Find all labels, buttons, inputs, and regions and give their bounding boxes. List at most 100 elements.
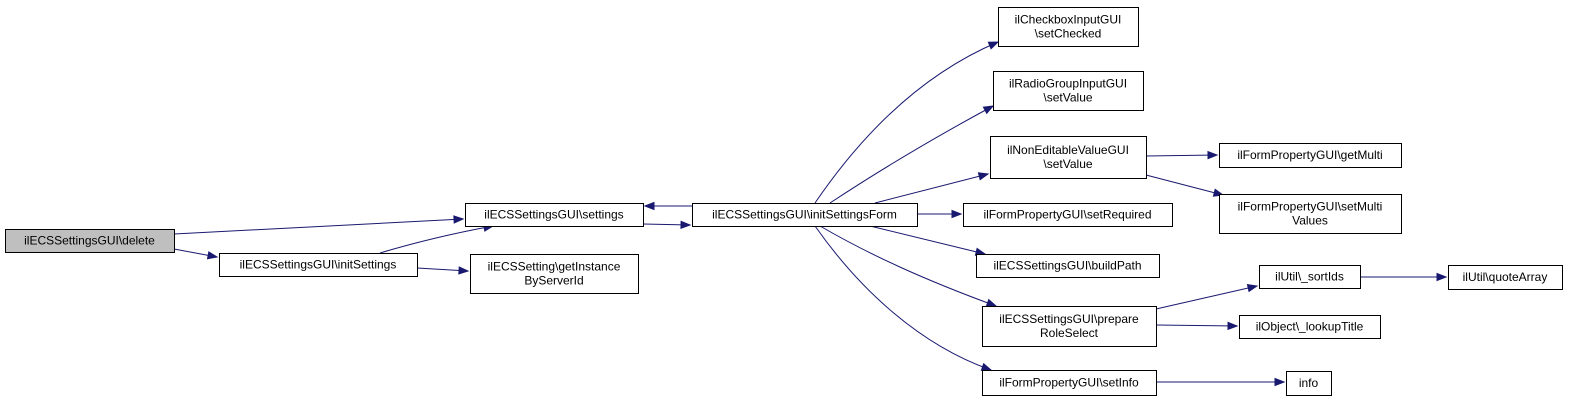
node-box[interactable] xyxy=(1219,194,1402,234)
edge-initSettingsForm-to-radioSetValue xyxy=(829,105,995,204)
node-label-line: info xyxy=(1299,376,1319,390)
node-label-line: ilECSSetting\getInstance xyxy=(488,260,621,274)
node-label-line: ilFormPropertyGUI\setInfo xyxy=(999,376,1139,390)
node-initSettingsForm[interactable]: ilECSSettingsGUI\initSettingsForm xyxy=(692,203,918,227)
node-label-line: ByServerId xyxy=(524,274,583,288)
node-setInfo[interactable]: ilFormPropertyGUI\setInfo xyxy=(982,370,1157,396)
node-label-line: ilObject\_lookupTitle xyxy=(1256,320,1364,334)
edge-arrowhead xyxy=(977,172,990,181)
node-radioSetValue[interactable]: ilRadioGroupInputGUI\setValue xyxy=(993,71,1144,111)
node-label-line: ilECSSettingsGUI\initSettings xyxy=(240,258,397,272)
edge-line xyxy=(869,225,986,255)
node-initSettings[interactable]: ilECSSettingsGUI\initSettings xyxy=(219,253,418,277)
edge-arrowhead xyxy=(1207,150,1219,160)
edge-initSettingsForm-to-nonEditSetValue xyxy=(874,172,990,204)
node-box[interactable] xyxy=(998,7,1139,47)
node-label-line: \setValue xyxy=(1043,91,1092,105)
edge-arrowhead xyxy=(458,266,470,275)
node-label-line: ilECSSettingsGUI\buildPath xyxy=(993,259,1141,273)
edge-arrowhead xyxy=(1436,272,1448,282)
node-lookupTitle[interactable]: ilObject\_lookupTitle xyxy=(1239,315,1381,339)
node-box[interactable] xyxy=(963,203,1173,227)
edge-settings-to-initSettingsForm xyxy=(642,220,692,230)
edge-line xyxy=(173,218,464,235)
node-label-line: ilFormPropertyGUI\getMulti xyxy=(1237,148,1382,162)
node-nonEditSetValue[interactable]: ilNonEditableValueGUI\setValue xyxy=(990,136,1147,179)
node-box[interactable] xyxy=(465,203,644,227)
edge-arrowhead xyxy=(1274,377,1286,387)
node-info[interactable]: info xyxy=(1286,371,1332,396)
node-box[interactable] xyxy=(5,229,175,253)
edges-layer xyxy=(173,41,1448,387)
edge-arrowhead xyxy=(206,251,219,260)
edge-line xyxy=(829,105,994,204)
edge-arrowhead xyxy=(982,105,995,115)
node-box[interactable] xyxy=(692,203,918,227)
node-label-line: ilUtil\_sortIds xyxy=(1275,270,1344,284)
edge-line xyxy=(1155,285,1258,310)
edge-arrowhead xyxy=(453,215,465,224)
node-box[interactable] xyxy=(976,254,1160,278)
edge-line xyxy=(819,225,997,307)
node-box[interactable] xyxy=(470,254,639,294)
node-box[interactable] xyxy=(219,253,418,277)
node-label-line: Values xyxy=(1292,214,1328,228)
node-label-line: ilNonEditableValueGUI xyxy=(1007,143,1129,157)
edge-arrowhead xyxy=(987,41,1000,50)
node-label-line: ilECSSettingsGUI\initSettingsForm xyxy=(712,208,897,222)
node-box[interactable] xyxy=(982,370,1157,396)
node-label-line: ilECSSettingsGUI\prepare xyxy=(999,312,1139,326)
edge-nonEditSetValue-to-setMultiValues xyxy=(1145,174,1225,197)
node-label-line: \setValue xyxy=(1043,157,1092,171)
edge-initSettingsForm-to-settings xyxy=(643,201,692,211)
node-label-line: ilRadioGroupInputGUI xyxy=(1009,77,1127,91)
node-buildPath[interactable]: ilECSSettingsGUI\buildPath xyxy=(976,254,1160,278)
node-box[interactable] xyxy=(982,306,1157,347)
node-quoteArray[interactable]: ilUtil\quoteArray xyxy=(1448,265,1563,290)
edge-arrowhead xyxy=(643,201,655,211)
edge-arrowhead xyxy=(980,362,993,371)
node-box[interactable] xyxy=(1219,143,1402,168)
node-box[interactable] xyxy=(990,136,1147,179)
edge-delete-to-settings xyxy=(173,215,465,235)
edge-arrowhead xyxy=(680,220,692,230)
node-box[interactable] xyxy=(1448,265,1563,290)
edge-line xyxy=(1155,324,1238,327)
node-label-line: ilFormPropertyGUI\setRequired xyxy=(983,208,1151,222)
node-label-line: ilECSSettingsGUI\settings xyxy=(484,208,623,222)
node-getMulti[interactable]: ilFormPropertyGUI\getMulti xyxy=(1219,143,1402,168)
edge-line xyxy=(379,225,494,254)
node-box[interactable] xyxy=(1239,315,1381,339)
edge-arrowhead xyxy=(1246,283,1259,293)
node-box[interactable] xyxy=(993,71,1144,111)
node-setChecked[interactable]: ilCheckboxInputGUI\setChecked xyxy=(998,7,1139,47)
node-settings[interactable]: ilECSSettingsGUI\settings xyxy=(465,203,644,227)
edge-prepareRoleSelect-to-lookupTitle xyxy=(1155,321,1239,331)
edge-arrowhead xyxy=(985,298,998,307)
edge-initSettingsForm-to-setChecked xyxy=(814,41,1000,204)
edge-initSettingsForm-to-buildPath xyxy=(869,225,987,256)
node-setRequired[interactable]: ilFormPropertyGUI\setRequired xyxy=(963,203,1173,227)
node-delete[interactable]: ilECSSettingsGUI\delete xyxy=(5,229,175,253)
edge-initSettingsForm-to-setInfo xyxy=(814,225,993,371)
edge-arrowhead xyxy=(1227,321,1239,331)
node-label-line: \setChecked xyxy=(1035,27,1102,41)
edge-nonEditSetValue-to-getMulti xyxy=(1145,150,1219,160)
node-box[interactable] xyxy=(1259,265,1361,289)
edge-initSettings-to-settings xyxy=(379,223,495,254)
node-sortIds[interactable]: ilUtil\_sortIds xyxy=(1259,265,1361,289)
node-box[interactable] xyxy=(1286,371,1332,396)
edge-line xyxy=(1145,154,1218,157)
edge-prepareRoleSelect-to-sortIds xyxy=(1155,283,1259,310)
edge-initSettings-to-getInstance xyxy=(416,266,470,275)
edge-line xyxy=(814,225,992,371)
edge-line xyxy=(814,41,999,204)
node-label-line: ilCheckboxInputGUI xyxy=(1015,13,1122,27)
edge-initSettingsForm-to-setRequired xyxy=(917,209,963,219)
edge-sortIds-to-quoteArray xyxy=(1360,272,1448,282)
edge-setInfo-to-info xyxy=(1156,377,1286,387)
